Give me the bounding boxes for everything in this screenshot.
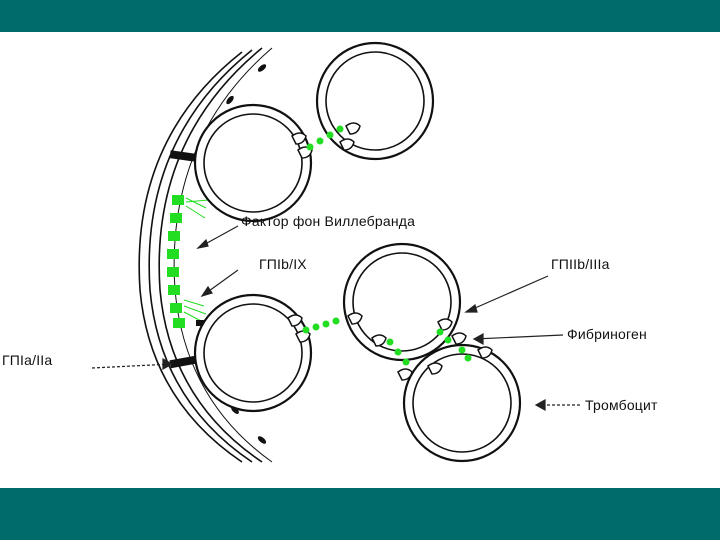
- label-gp-ib-ix: ГПIb/IX: [259, 256, 307, 272]
- platelet-top-right: [317, 43, 433, 159]
- platelet-middle: [344, 244, 460, 360]
- platelet-upper-adherent: [195, 105, 311, 221]
- platelet-lower-adherent: [195, 295, 311, 411]
- platelet-bottom: [404, 345, 520, 461]
- bottom-band: [0, 488, 720, 540]
- vwf-fibers: [184, 198, 208, 322]
- label-fibrinogen: Фибриноген: [567, 326, 647, 342]
- label-gp-iib-iiia: ГПIIb/IIIa: [551, 256, 610, 272]
- label-gp-ia-iia: ГПIa/IIa: [2, 352, 52, 368]
- label-vwf: Фактор фон Виллебранда: [241, 213, 415, 229]
- vwf-deposits: [167, 195, 185, 328]
- platelets: [195, 43, 520, 461]
- label-platelet: Тромбоцит: [585, 397, 658, 413]
